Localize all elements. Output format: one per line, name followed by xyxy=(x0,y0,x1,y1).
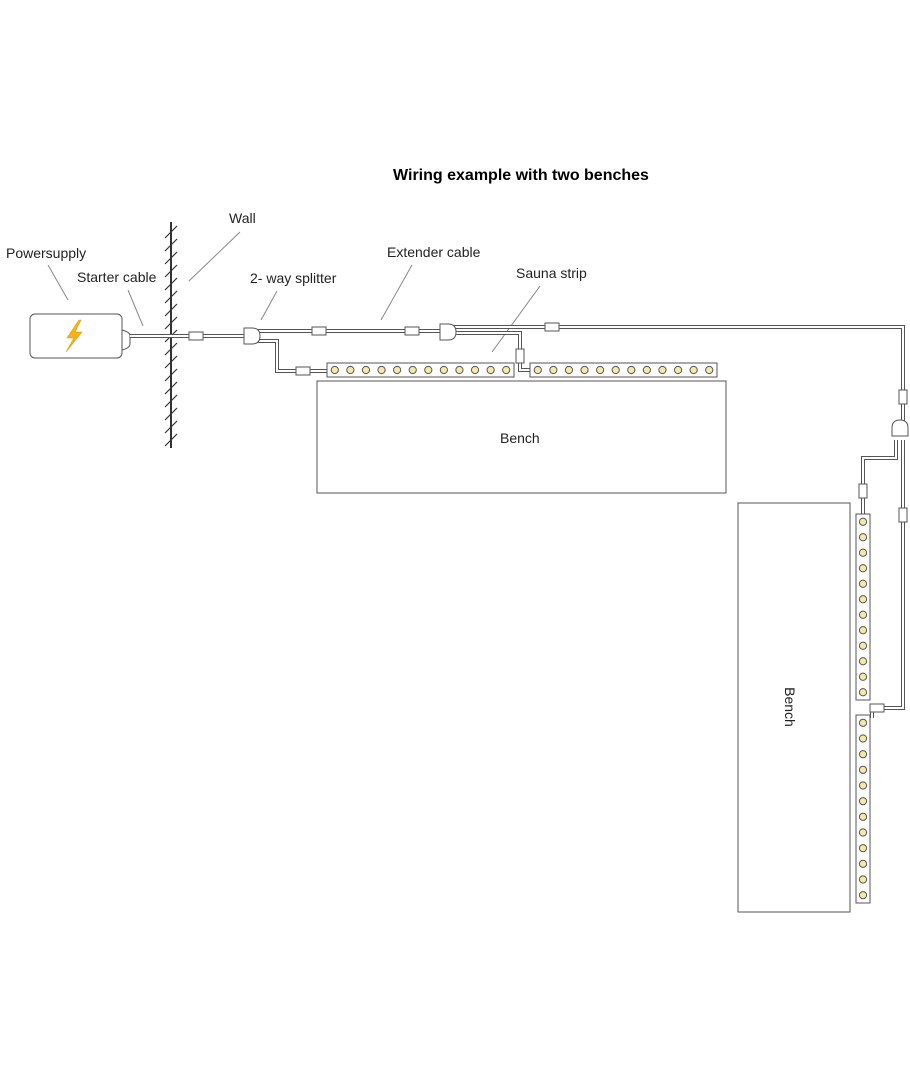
connectors xyxy=(188,322,908,713)
led-dot xyxy=(858,797,868,806)
led-dot xyxy=(549,365,558,375)
led-dot xyxy=(689,365,698,375)
power-supply xyxy=(29,313,131,359)
led-dot xyxy=(361,365,371,375)
label-starter-cable: Starter cable xyxy=(77,269,157,285)
led-strips xyxy=(326,362,871,904)
led-dot xyxy=(533,365,542,375)
led-dot xyxy=(564,365,574,375)
led-dot xyxy=(408,365,417,375)
led-dot xyxy=(330,365,339,375)
bench-right xyxy=(737,502,851,913)
bench-top xyxy=(316,380,727,494)
led-dot xyxy=(673,365,683,375)
led-dot xyxy=(858,844,868,853)
led-dot xyxy=(858,657,868,666)
diagram-title: Wiring example with two benches xyxy=(393,167,649,184)
led-dot xyxy=(858,579,868,588)
lightning-bolt-icon xyxy=(65,319,83,353)
led-dot xyxy=(858,859,868,868)
led-dot xyxy=(470,365,480,375)
label-sauna-strip: Sauna strip xyxy=(516,265,587,281)
led-dot xyxy=(858,781,868,790)
led-dot xyxy=(346,365,355,375)
led-strip-4 xyxy=(855,714,871,904)
splitters xyxy=(243,323,909,437)
led-dot xyxy=(858,641,868,650)
led-dot xyxy=(486,365,495,375)
led-dot xyxy=(580,365,589,375)
led-dot xyxy=(858,533,868,542)
led-dot xyxy=(858,517,868,526)
led-dot xyxy=(858,891,868,900)
led-dot xyxy=(377,365,386,375)
label-wall: Wall xyxy=(229,210,256,226)
led-strip-2 xyxy=(529,362,718,378)
led-dot xyxy=(858,812,868,821)
led-dot xyxy=(858,564,868,573)
label-powersupply: Powersupply xyxy=(6,245,87,261)
led-dot xyxy=(596,365,605,375)
bench-label-top: Bench xyxy=(500,430,540,446)
led-dot xyxy=(858,672,868,681)
label-splitter: 2- way splitter xyxy=(250,270,337,286)
led-dot xyxy=(858,765,868,774)
led-dot xyxy=(858,548,868,557)
led-dot xyxy=(858,626,868,635)
label-extender-cable: Extender cable xyxy=(387,244,481,260)
benches xyxy=(316,380,851,913)
led-dot xyxy=(393,365,402,375)
led-strip-3 xyxy=(855,513,871,701)
led-dot xyxy=(705,365,714,375)
leader-lines xyxy=(47,231,541,353)
led-dot xyxy=(858,875,868,884)
led-dot xyxy=(439,365,448,375)
led-dot xyxy=(858,734,868,743)
led-dot xyxy=(658,365,667,375)
led-dot xyxy=(502,365,511,375)
led-dot xyxy=(858,718,868,727)
led-dot xyxy=(858,828,868,837)
led-strip-1 xyxy=(326,362,515,378)
led-dot xyxy=(858,688,868,697)
led-dot xyxy=(627,365,636,375)
bench-label-right: Bench xyxy=(781,687,798,727)
led-dot xyxy=(858,610,868,619)
led-dot xyxy=(455,365,464,375)
led-dot xyxy=(858,595,868,604)
led-dot xyxy=(858,750,868,759)
led-dot xyxy=(642,365,651,375)
led-dot xyxy=(611,365,620,375)
led-dot xyxy=(424,365,433,375)
